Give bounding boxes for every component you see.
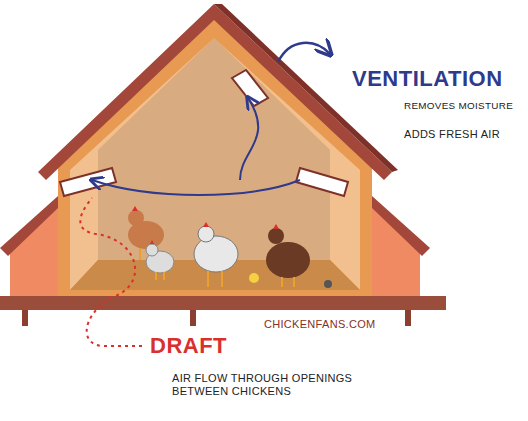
- airflow-arrow: [278, 43, 330, 62]
- callout-heading: DRAFT: [150, 333, 227, 358]
- coop-wall: [58, 18, 372, 298]
- callout-note: REMOVES MOISTURE: [404, 100, 513, 111]
- roof: [38, 4, 392, 180]
- vent: [60, 168, 116, 196]
- airflow-arrow: [92, 180, 300, 195]
- callout-heading: VENTILATION: [352, 66, 503, 91]
- watermark: CHICKENFANS.COM: [264, 318, 375, 331]
- draft-path: [80, 198, 142, 346]
- chickens: [128, 206, 332, 288]
- floor-platform: [0, 296, 446, 310]
- callout-note: ADDS FRESH AIR: [404, 128, 500, 141]
- callout-note: AIR FLOW THROUGH OPENINGS BETWEEN CHICKE…: [172, 372, 362, 397]
- airflow-arrow: [240, 98, 258, 180]
- vent: [296, 168, 348, 196]
